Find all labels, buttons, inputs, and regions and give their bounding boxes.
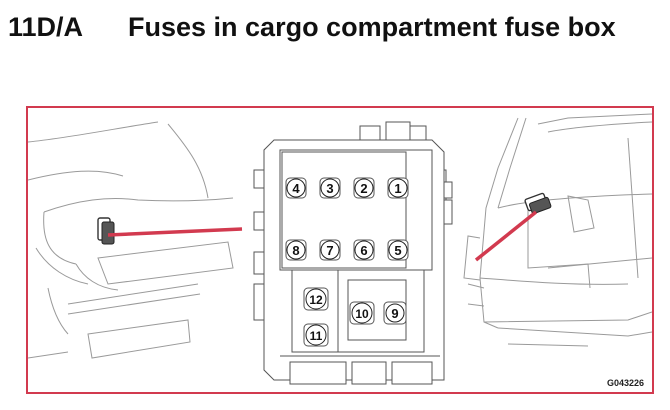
car-rear-left-sketch	[28, 121, 234, 359]
connector-right-icon	[524, 192, 552, 214]
fuse-slot-1: 1	[387, 177, 409, 199]
fuse-label: 1	[394, 181, 401, 196]
fuse-label: 2	[360, 181, 367, 196]
fuse-slot-2: 2	[353, 177, 375, 199]
fuse-box-figure: 4 3 2 1 8	[26, 106, 654, 394]
pointer-line-left	[107, 227, 243, 237]
fuse-label: 4	[292, 181, 300, 196]
fuse-box	[253, 121, 453, 385]
page-title: Fuses in cargo compartment fuse box	[128, 12, 616, 42]
fuse-slot-8: 8	[285, 239, 307, 261]
fuse-label: 8	[292, 243, 299, 258]
fuse-label: 9	[391, 306, 398, 321]
car-trunk-right-sketch	[463, 113, 652, 347]
connector-left-icon	[97, 217, 115, 245]
fuse-slot-6: 6	[353, 239, 375, 261]
fuse-slot-9: 9	[383, 301, 407, 325]
fuse-slot-5: 5	[387, 239, 409, 261]
fuse-label: 11	[310, 329, 323, 343]
figure-drawing: 4 3 2 1 8	[28, 113, 652, 385]
fuse-label: 3	[326, 181, 333, 196]
fuse-slot-11: 11	[303, 323, 329, 347]
fuse-slot-10: 10	[349, 301, 375, 325]
fuse-label: 12	[309, 293, 323, 307]
fuse-slot-4: 4	[285, 177, 307, 199]
figure-code: G043226	[606, 378, 644, 388]
section-number: 11D/A	[8, 12, 84, 42]
fuse-slot-12: 12	[303, 287, 329, 311]
pointer-line-right	[474, 210, 538, 262]
fuse-slot-3: 3	[319, 177, 341, 199]
fuse-label: 10	[355, 307, 369, 321]
fuse-label: 6	[360, 243, 367, 258]
fuse-label: 7	[326, 243, 333, 258]
fuse-slot-7: 7	[319, 239, 341, 261]
fuse-label: 5	[394, 243, 401, 258]
fuse-grid: 4 3 2 1 8	[285, 177, 409, 347]
